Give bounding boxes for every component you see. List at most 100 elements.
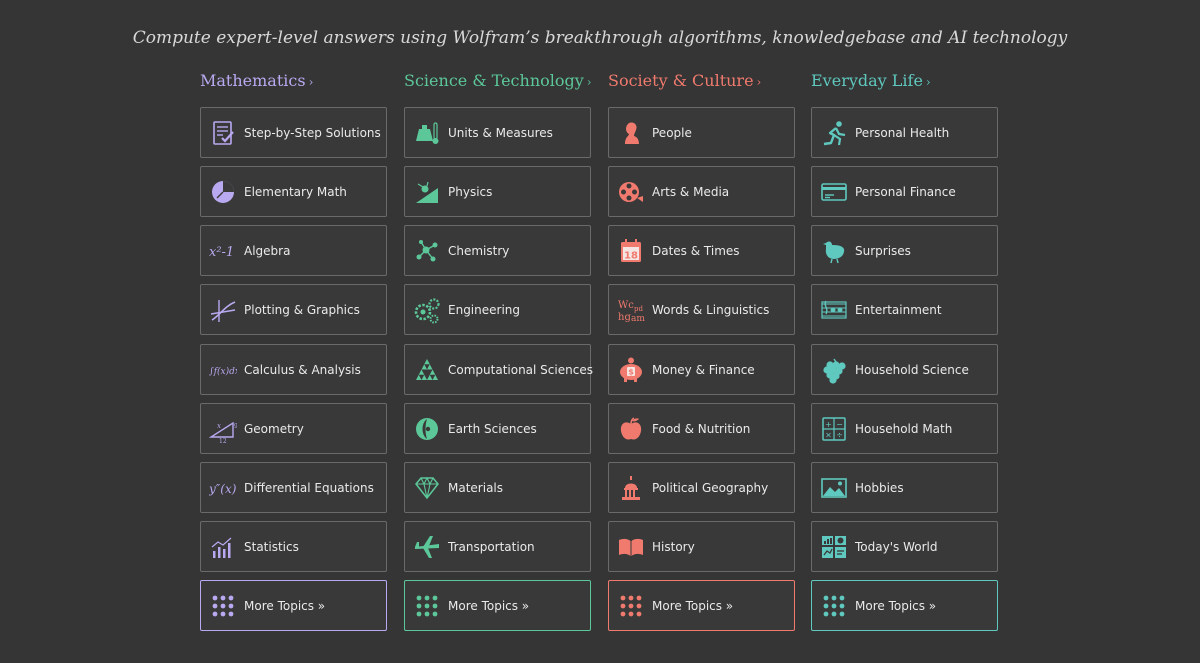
tile-label: More Topics »	[244, 598, 326, 613]
dots-grid-icon	[209, 592, 237, 620]
grapes-icon	[820, 356, 848, 384]
svg-text:x²-1: x²-1	[209, 245, 234, 260]
column-heading-science[interactable]: Science & Technology›	[404, 70, 592, 94]
tile-label: Materials	[448, 480, 504, 495]
topic-tile-arts-media[interactable]: Arts & Media	[608, 166, 795, 217]
notepad-check-icon	[209, 119, 237, 147]
tile-label: Transportation	[448, 539, 535, 554]
topic-tile-today-s-world[interactable]: Today's World	[811, 521, 998, 572]
svg-text:am: am	[631, 314, 645, 324]
tile-label: Statistics	[244, 539, 299, 554]
more-topics-science[interactable]: More Topics »	[404, 580, 591, 631]
bar-chart-icon	[209, 533, 237, 561]
tile-label: Personal Health	[855, 125, 950, 140]
tile-label: Money & Finance	[652, 362, 755, 377]
person-bust-icon	[617, 119, 645, 147]
column-heading-label: Society & Culture	[608, 71, 754, 90]
tile-label: Food & Nutrition	[652, 421, 751, 436]
tile-label: Surprises	[855, 243, 911, 258]
topic-tile-hobbies[interactable]: Hobbies	[811, 462, 998, 513]
credit-card-icon	[820, 178, 848, 206]
topic-tile-household-science[interactable]: Household Science	[811, 344, 998, 395]
topic-tile-entertainment[interactable]: Entertainment	[811, 284, 998, 335]
topic-tile-algebra[interactable]: x²-1 Algebra	[200, 225, 387, 276]
tile-label: Plotting & Graphics	[244, 302, 360, 317]
topic-tile-people[interactable]: People	[608, 107, 795, 158]
topic-tile-earth-sciences[interactable]: Earth Sciences	[404, 403, 591, 454]
topic-tile-differential-equations[interactable]: y″(x)Differential Equations	[200, 462, 387, 513]
column-heading-label: Mathematics	[200, 71, 306, 90]
pie-clock-icon	[209, 178, 237, 206]
column-heading-everyday[interactable]: Everyday Life›	[811, 70, 931, 94]
topic-tile-elementary-math[interactable]: Elementary Math	[200, 166, 387, 217]
physics-ramp-icon	[413, 178, 441, 206]
tile-label: Personal Finance	[855, 184, 956, 199]
tile-label: More Topics »	[855, 598, 937, 613]
svg-text:×: ×	[825, 430, 832, 439]
tile-label: More Topics »	[652, 598, 734, 613]
topic-tile-materials[interactable]: Materials	[404, 462, 591, 513]
runner-icon	[820, 119, 848, 147]
topic-tile-units-measures[interactable]: Units & Measures	[404, 107, 591, 158]
airplane-icon	[413, 533, 441, 561]
tile-label: Household Math	[855, 421, 953, 436]
integral-icon: ∫f(x)dx	[209, 356, 237, 384]
chevron-right-icon: ›	[308, 75, 314, 89]
svg-text:18: 18	[624, 250, 638, 261]
topic-tile-transportation[interactable]: Transportation	[404, 521, 591, 572]
tile-label: People	[652, 125, 692, 140]
dots-grid-icon	[820, 592, 848, 620]
calculator-icon: +−×÷	[820, 415, 848, 443]
open-book-icon	[617, 533, 645, 561]
column-heading-label: Everyday Life	[811, 71, 923, 90]
topic-tile-money-finance[interactable]: $ Money & Finance	[608, 344, 795, 395]
topic-tile-food-nutrition[interactable]: Food & Nutrition	[608, 403, 795, 454]
topic-tile-household-math[interactable]: +−×÷ Household Math	[811, 403, 998, 454]
earth-icon	[413, 415, 441, 443]
more-topics-society[interactable]: More Topics »	[608, 580, 795, 631]
topic-tile-personal-health[interactable]: Personal Health	[811, 107, 998, 158]
topic-tile-personal-finance[interactable]: Personal Finance	[811, 166, 998, 217]
svg-text:x: x	[217, 422, 221, 430]
topic-tile-engineering[interactable]: Engineering	[404, 284, 591, 335]
topic-tile-physics[interactable]: Physics	[404, 166, 591, 217]
svg-text:pd: pd	[634, 305, 643, 313]
tile-label: Algebra	[244, 243, 291, 258]
topic-tile-surprises[interactable]: Surprises	[811, 225, 998, 276]
tile-label: Arts & Media	[652, 184, 730, 199]
topic-tile-chemistry[interactable]: Chemistry	[404, 225, 591, 276]
chevron-right-icon: ›	[925, 75, 931, 89]
calendar-icon: 18	[617, 237, 645, 265]
tile-label: Household Science	[855, 362, 969, 377]
topic-tile-statistics[interactable]: Statistics	[200, 521, 387, 572]
apple-icon	[617, 415, 645, 443]
topic-tile-step-by-step-solutions[interactable]: Step-by-Step Solutions	[200, 107, 387, 158]
column-heading-society[interactable]: Society & Culture›	[608, 70, 761, 94]
svg-text:−: −	[836, 420, 843, 429]
piggy-bank-icon: $	[617, 356, 645, 384]
plot-curve-icon	[209, 296, 237, 324]
topic-tile-history[interactable]: History	[608, 521, 795, 572]
more-topics-mathematics[interactable]: More Topics »	[200, 580, 387, 631]
tile-label: More Topics »	[448, 598, 530, 613]
column-heading-mathematics[interactable]: Mathematics›	[200, 70, 313, 94]
tile-label: Elementary Math	[244, 184, 347, 199]
topic-tile-computational-sciences[interactable]: Computational Sciences	[404, 344, 593, 395]
svg-text:+: +	[825, 420, 832, 429]
dots-grid-icon	[413, 592, 441, 620]
topic-tile-political-geography[interactable]: Political Geography	[608, 462, 795, 513]
landscape-photo-icon	[820, 474, 848, 502]
column-heading-label: Science & Technology	[404, 71, 584, 90]
topic-tile-plotting-graphics[interactable]: Plotting & Graphics	[200, 284, 387, 335]
chevron-right-icon: ›	[756, 75, 762, 89]
weight-thermometer-icon	[413, 119, 441, 147]
more-topics-everyday[interactable]: More Topics »	[811, 580, 998, 631]
tile-label: Units & Measures	[448, 125, 553, 140]
